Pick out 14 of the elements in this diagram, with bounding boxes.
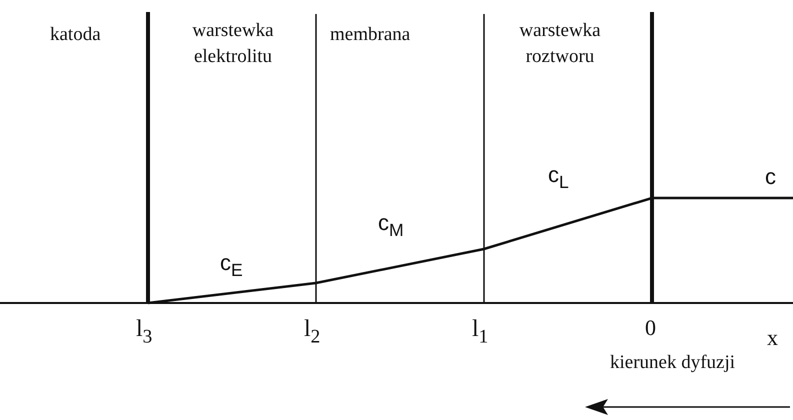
region-label: membrana xyxy=(330,23,410,47)
direction-label: kierunek dyfuzji xyxy=(610,351,736,375)
curve-label: c$_{M}$ xyxy=(378,209,404,242)
region-label: warstewka roztworu xyxy=(518,19,602,69)
axis-tick-label: l$_{3}$ xyxy=(136,315,152,350)
axis-tick-label: 0 xyxy=(645,314,656,342)
region-label: warstewka elektrolitu xyxy=(191,19,275,69)
curve-label: c$_{L}$ xyxy=(548,161,569,194)
axis-tick-label: l$_{2}$ xyxy=(304,315,320,350)
region-label: katoda xyxy=(50,23,101,47)
axis-title: x xyxy=(767,324,778,352)
curve-label: c$_{E}$ xyxy=(220,249,243,282)
curve-label: c xyxy=(765,163,776,191)
axis-tick-label: l$_{1}$ xyxy=(472,315,488,350)
